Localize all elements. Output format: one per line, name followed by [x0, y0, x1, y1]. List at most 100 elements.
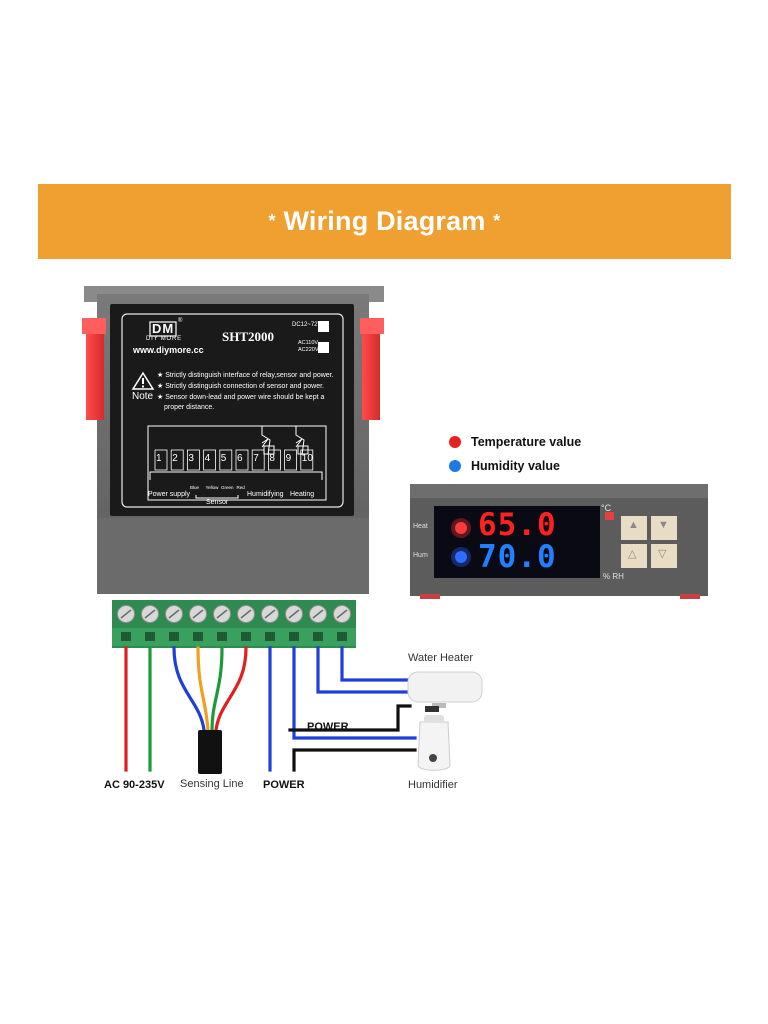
wire-slot — [193, 632, 203, 641]
wire-slot — [145, 632, 155, 641]
up-arrow-icon: ▲ — [628, 519, 639, 531]
legend-temperature: Temperature value — [471, 435, 582, 449]
mounting-clip-right — [360, 318, 384, 420]
humidity-reading: 70.0 — [478, 539, 557, 575]
voltage-checkbox-dc — [318, 321, 329, 332]
temperature-reading: 65.0 — [478, 507, 557, 543]
terminal-schematic — [147, 425, 327, 501]
voltage-checkbox-ac — [318, 342, 329, 353]
controller-brand: DIY MORE — [146, 336, 182, 342]
humidity-unit: % RH — [603, 572, 624, 581]
temperature-unit: °C — [601, 503, 612, 513]
schematic-terminal-cell — [154, 449, 168, 471]
sensor-wire-color-label: Red — [236, 485, 245, 490]
hum-indicator-led — [451, 547, 471, 567]
keypad — [621, 516, 677, 568]
wire-slot — [241, 632, 251, 641]
schematic-terminal-cell — [203, 449, 217, 471]
wire-blue-humidifier — [292, 646, 417, 740]
schematic-terminal-cell — [284, 449, 298, 471]
wire-blue-heater-2 — [340, 646, 412, 682]
schematic-terminal-cell — [235, 449, 249, 471]
label-power-bottom: POWER — [263, 779, 305, 791]
terminal-number: 1 — [156, 453, 162, 464]
schematic-terminal-cell — [170, 449, 184, 471]
banner-title-text: Wiring Diagram — [283, 206, 486, 236]
legend-dot-humidity — [449, 460, 461, 472]
logo-box — [149, 321, 177, 337]
banner-star-right: * — [493, 211, 501, 231]
controller-model: SHT2000 — [222, 329, 275, 344]
label-humidifying: Humidifying — [247, 491, 284, 498]
screw-slot — [336, 609, 348, 619]
schematic-terminal-cell — [251, 449, 265, 471]
schematic-terminal-cell — [219, 449, 233, 471]
down-outline-icon: ▽ — [658, 548, 667, 560]
display-hum-label: Hum — [413, 552, 428, 559]
wire-black-humidifier — [292, 748, 417, 772]
voltage-option-ac-220: AC220V — [298, 347, 319, 353]
label-heating: Heating — [290, 491, 315, 498]
sensor-wire-color-label: Green — [221, 485, 234, 490]
wiring-diagram: DM ® DIY MORE www.diymore.cc SHT2000 DC1… — [0, 260, 768, 820]
screw-slot — [120, 609, 132, 619]
terminal-number: 6 — [237, 453, 243, 464]
wire-blue-sensor — [172, 646, 206, 732]
wire-red-sensor — [214, 646, 248, 732]
controller-website: www.diymore.cc — [133, 345, 204, 355]
terminal-number: 5 — [220, 453, 227, 464]
screw-slot — [240, 609, 252, 619]
banner-title: * Wiring Diagram * — [38, 184, 731, 259]
terminal-number: 4 — [204, 453, 211, 464]
note-line-1: ★ Strictly distinguish interface of rela… — [157, 372, 334, 379]
note-line-3: ★ Sensor down-lead and power wire should… — [157, 394, 325, 401]
humidifier-icon — [417, 715, 451, 771]
banner-star-left: * — [268, 211, 276, 231]
screw-slot — [216, 609, 228, 619]
legend-dot-temperature — [449, 436, 461, 448]
label-sensor: Sensor — [206, 499, 229, 506]
screw-slot — [264, 609, 276, 619]
terminal-number: 9 — [285, 453, 292, 464]
label-ac-power: AC 90-235V — [104, 779, 165, 791]
water-heater-icon — [407, 671, 483, 712]
schematic-terminal-cell — [300, 449, 314, 471]
down-arrow-icon: ▼ — [658, 519, 669, 531]
screw-slot — [144, 609, 156, 619]
heat-indicator-led — [451, 518, 471, 538]
title-banner: * Wiring Diagram * — [38, 184, 731, 259]
label-power-supply: Power supply — [148, 491, 191, 498]
terminal-block — [112, 600, 356, 648]
display-unit — [410, 484, 708, 599]
wire-green-sensor — [210, 646, 224, 732]
terminal-number: 3 — [188, 453, 194, 464]
terminal-number: 7 — [253, 453, 259, 464]
schematic-cells — [154, 449, 314, 471]
sensor-wire-color-label: Blue — [190, 485, 200, 490]
note-label: Note — [132, 391, 154, 402]
label-water-heater: Water Heater — [408, 652, 474, 664]
diagram-graphics — [82, 286, 708, 774]
screw-slot — [192, 609, 204, 619]
voltage-option-ac-110: AC110V — [298, 340, 319, 346]
schematic-terminal-cell — [267, 449, 281, 471]
wire-slot — [289, 632, 299, 641]
terminal-number: 10 — [301, 453, 313, 464]
label-power-mid: POWER — [307, 721, 349, 733]
label-humidifier: Humidifier — [408, 779, 458, 791]
wire-slot — [169, 632, 179, 641]
note-line-2: ★ Strictly distinguish connection of sen… — [157, 383, 324, 390]
wire-slot — [217, 632, 227, 641]
wire-slot — [265, 632, 275, 641]
mounting-clip-left — [82, 318, 106, 420]
terminal-number: 8 — [269, 453, 275, 464]
sensor-cable — [198, 730, 222, 774]
screw-slot — [288, 609, 300, 619]
terminal-number: 2 — [172, 453, 178, 464]
wire-yellow-sensor — [196, 646, 210, 732]
registered-mark: ® — [178, 318, 183, 324]
display-heat-label: Heat — [413, 523, 428, 530]
label-sensing-line: Sensing Line — [180, 778, 244, 790]
voltage-option-dc: DC12~72V — [292, 322, 322, 328]
up-outline-icon: △ — [628, 548, 637, 560]
